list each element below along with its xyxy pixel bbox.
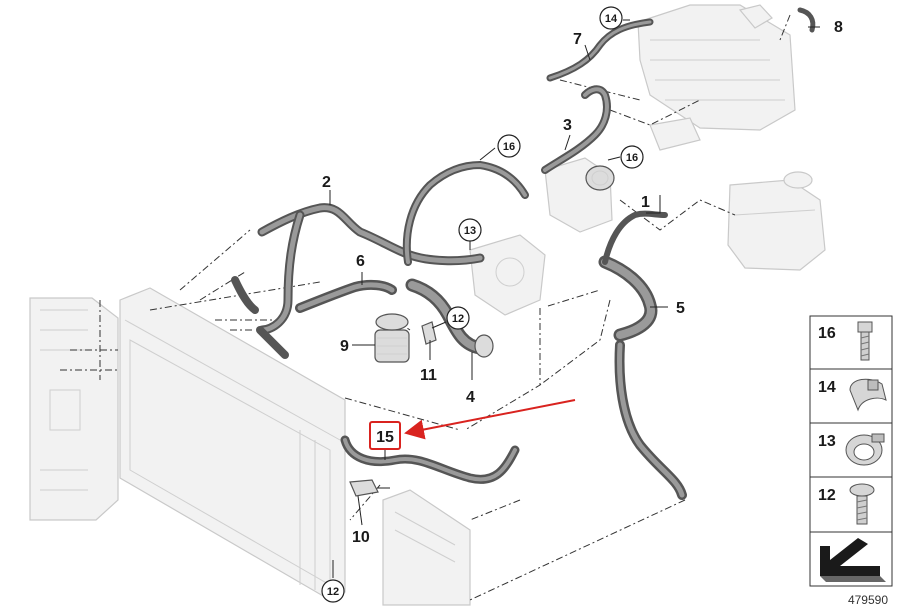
hose-5-main (598, 255, 687, 500)
fastener-legend: 16 14 13 12 (809, 315, 893, 587)
part-label-7: 7 (573, 31, 582, 48)
part-label-9: 9 (340, 338, 349, 355)
part-label-4: 4 (466, 389, 475, 406)
highlight-arrow (404, 399, 576, 440)
hose-clamp-icon (845, 433, 885, 466)
hose-2-upper (257, 203, 485, 335)
diagram-reference-number: 479590 (848, 593, 888, 607)
hose-7 (546, 18, 654, 82)
auxiliary-water-pump-9 (374, 313, 410, 363)
bolt-icon (857, 321, 873, 361)
hose-3 (541, 85, 611, 174)
svg-text:12: 12 (452, 313, 464, 325)
part-label-8: 8 (834, 19, 843, 36)
expansion-tank (727, 171, 826, 271)
hose-15 (340, 435, 520, 484)
circled-label-14: 14 (599, 6, 623, 30)
hose-left-lower (231, 276, 289, 359)
svg-text:12: 12 (327, 586, 339, 598)
part-label-5: 5 (676, 300, 685, 317)
intercooler (637, 4, 796, 151)
circled-label-16-upper: 16 (497, 134, 521, 158)
hose-8 (797, 7, 816, 33)
part-label-11: 11 (420, 367, 437, 384)
circled-label-12-bottom: 12 (321, 579, 345, 603)
highlighted-part-15: 15 (369, 421, 401, 450)
circled-label-13: 13 (458, 218, 482, 242)
legend-number-14: 14 (818, 379, 836, 396)
svg-text:16: 16 (626, 152, 638, 164)
hose-clip-icon (849, 378, 887, 412)
sensor-10 (349, 479, 390, 497)
part-label-6: 6 (356, 253, 365, 270)
legend-number-12: 12 (818, 487, 836, 504)
radiator-left-shroud (29, 297, 119, 521)
part-label-1: 1 (641, 194, 650, 211)
svg-text:15: 15 (376, 429, 394, 446)
part-label-10: 10 (352, 529, 370, 546)
part-label-2: 2 (322, 174, 331, 191)
hose-6 (295, 279, 397, 313)
svg-text:13: 13 (464, 225, 476, 237)
svg-text:14: 14 (605, 13, 618, 25)
legend-number-16: 16 (818, 325, 836, 342)
radiator-right-shroud (382, 489, 471, 606)
radiator (119, 287, 346, 601)
bracket-11 (421, 321, 437, 345)
legend-number-13: 13 (818, 433, 836, 450)
hose-16-branch (402, 161, 529, 266)
circled-label-12-middle: 12 (446, 306, 470, 330)
part-label-3: 3 (563, 117, 572, 134)
screw-icon (849, 483, 875, 525)
water-pump (544, 157, 615, 233)
thermostat-housing (469, 234, 546, 316)
direction-arrow-icon (820, 538, 886, 582)
hose-1 (602, 210, 668, 265)
svg-text:16: 16 (503, 141, 515, 153)
circled-label-16-pump: 16 (620, 145, 644, 169)
